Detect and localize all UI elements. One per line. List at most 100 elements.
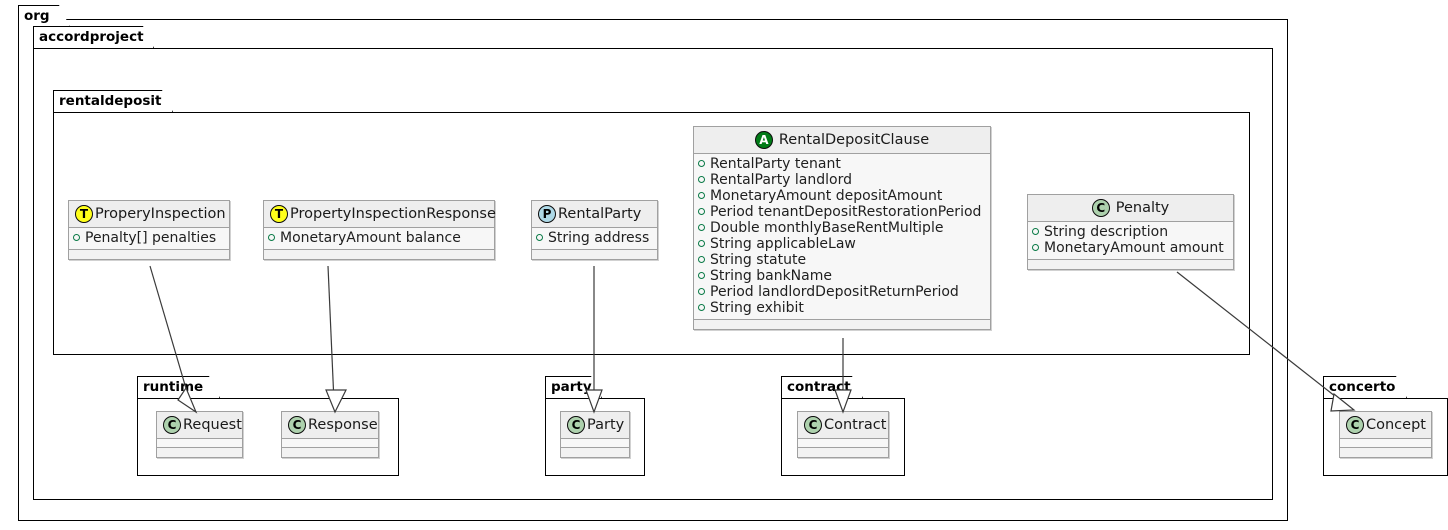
attribute-label: String exhibit — [710, 300, 804, 316]
class-operations — [561, 448, 629, 457]
class-name: Request — [183, 417, 242, 433]
class-rental-party[interactable]: P RentalParty String address — [531, 200, 658, 260]
attribute-row: MonetaryAmount depositAmount — [698, 188, 986, 204]
class-name: RentalDepositClause — [778, 132, 930, 148]
class-penalty[interactable]: C Penalty String description MonetaryAmo… — [1027, 194, 1234, 270]
class-concept[interactable]: C Concept — [1339, 411, 1432, 458]
package-accordproject-label: accordproject — [39, 28, 144, 45]
stereotype-concept-icon: C — [163, 416, 181, 434]
class-name: RentalParty — [558, 206, 642, 222]
package-concerto-label: concerto — [1329, 378, 1396, 395]
stereotype-concept-icon: C — [1346, 416, 1364, 434]
attribute-label: MonetaryAmount amount — [1044, 240, 1224, 256]
class-attributes — [798, 439, 888, 448]
attribute-row: String description — [1032, 224, 1229, 240]
class-name: Contract — [824, 417, 887, 433]
package-runtime-body — [137, 398, 399, 476]
attribute-label: Penalty[] penalties — [85, 230, 217, 246]
class-name: Concept — [1366, 417, 1426, 433]
attribute-row: Double monthlyBaseRentMultiple — [698, 220, 986, 236]
attribute-label: String statute — [710, 252, 807, 268]
class-attributes: String description MonetaryAmount amount — [1028, 222, 1233, 260]
attribute-row: MonetaryAmount balance — [268, 230, 490, 246]
class-response[interactable]: C Response — [281, 411, 379, 458]
class-attributes — [1340, 439, 1431, 448]
attribute-row: Period tenantDepositRestorationPeriod — [698, 204, 986, 220]
class-title: T ProperyInspection — [69, 201, 229, 228]
class-title: C Response — [282, 412, 378, 439]
visibility-public-icon — [73, 234, 80, 241]
class-title: A RentalDepositClause — [694, 127, 990, 154]
class-operations — [798, 448, 888, 457]
stereotype-asset-icon: A — [754, 131, 773, 149]
visibility-public-icon — [698, 256, 705, 263]
class-property-inspection-response[interactable]: T PropertyInspectionResponse MonetaryAmo… — [263, 200, 496, 260]
attribute-label: MonetaryAmount balance — [280, 230, 461, 246]
class-attributes — [157, 439, 242, 448]
visibility-public-icon — [698, 224, 705, 231]
class-title: C Contract — [798, 412, 888, 439]
class-title: C Party — [561, 412, 629, 439]
class-title: C Penalty — [1028, 195, 1233, 222]
class-name: Response — [308, 417, 378, 433]
package-rentaldeposit-tab: rentaldeposit — [53, 90, 173, 112]
class-attributes — [282, 439, 378, 448]
package-rentaldeposit-body — [53, 112, 1250, 355]
attribute-label: MonetaryAmount depositAmount — [710, 188, 943, 204]
attribute-label: Period tenantDepositRestorationPeriod — [710, 204, 982, 220]
class-name: Penalty — [1115, 200, 1170, 216]
stereotype-concept-icon: C — [288, 416, 306, 434]
class-propery-inspection[interactable]: T ProperyInspection Penalty[] penalties — [68, 200, 230, 260]
package-accordproject-tab: accordproject — [33, 26, 154, 48]
class-attributes: String address — [532, 228, 657, 250]
class-party[interactable]: C Party — [560, 411, 630, 458]
class-operations — [532, 250, 657, 259]
stereotype-concept-icon: C — [1091, 199, 1110, 217]
stereotype-transaction-icon: T — [75, 205, 93, 223]
visibility-public-icon — [698, 304, 705, 311]
package-runtime-tab: runtime — [137, 376, 220, 398]
class-rental-deposit-clause[interactable]: A RentalDepositClause RentalParty tenant… — [693, 126, 991, 330]
class-operations — [69, 250, 229, 259]
attribute-row: Penalty[] penalties — [73, 230, 225, 246]
class-operations — [1028, 260, 1233, 269]
attribute-row: Period landlordDepositReturnPeriod — [698, 284, 986, 300]
visibility-public-icon — [1032, 244, 1039, 251]
attribute-row: String applicableLaw — [698, 236, 986, 252]
attribute-label: RentalParty tenant — [710, 156, 841, 172]
visibility-public-icon — [1032, 228, 1039, 235]
attribute-row: RentalParty landlord — [698, 172, 986, 188]
class-operations — [1340, 448, 1431, 457]
attribute-row: RentalParty tenant — [698, 156, 986, 172]
class-request[interactable]: C Request — [156, 411, 243, 458]
stereotype-concept-icon: C — [804, 416, 822, 434]
package-concerto-tab: concerto — [1323, 376, 1407, 398]
visibility-public-icon — [698, 176, 705, 183]
class-operations — [282, 448, 378, 457]
attribute-row: String address — [536, 230, 653, 246]
package-org-body — [18, 19, 1288, 521]
attribute-row: String exhibit — [698, 300, 986, 316]
stereotype-participant-icon: P — [538, 205, 556, 223]
stereotype-transaction-icon: T — [270, 205, 288, 223]
attribute-label: RentalParty landlord — [710, 172, 852, 188]
attribute-row: MonetaryAmount amount — [1032, 240, 1229, 256]
stereotype-concept-icon: C — [567, 416, 585, 434]
class-operations — [694, 320, 990, 329]
class-title: T PropertyInspectionResponse — [264, 201, 496, 228]
visibility-public-icon — [536, 234, 543, 241]
class-name: ProperyInspection — [95, 206, 226, 222]
attribute-row: String bankName — [698, 268, 986, 284]
attribute-label: String applicableLaw — [710, 236, 856, 252]
visibility-public-icon — [698, 272, 705, 279]
package-runtime-label: runtime — [143, 378, 204, 395]
package-contract-tab: contract — [781, 376, 863, 398]
attribute-label: String description — [1044, 224, 1169, 240]
package-org-label: org — [24, 7, 50, 24]
visibility-public-icon — [698, 288, 705, 295]
class-attributes: RentalParty tenant RentalParty landlord … — [694, 154, 990, 320]
class-contract[interactable]: C Contract — [797, 411, 889, 458]
visibility-public-icon — [698, 240, 705, 247]
visibility-public-icon — [698, 208, 705, 215]
class-attributes: Penalty[] penalties — [69, 228, 229, 250]
